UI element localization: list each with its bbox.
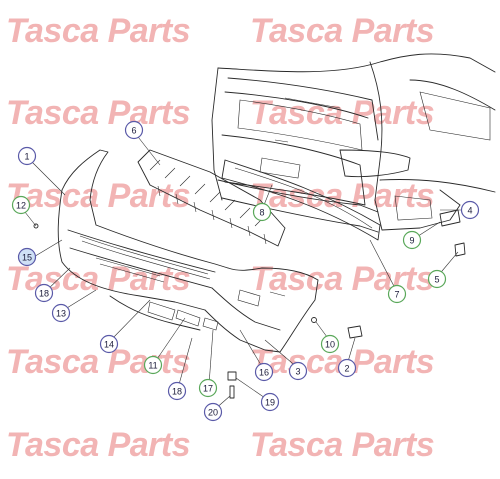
callout-circle: [143, 355, 163, 375]
callout-label: 15: [22, 253, 32, 263]
callout-label: 1: [24, 152, 29, 162]
callout-c13: 13: [51, 303, 71, 323]
callout-c5: 5: [427, 269, 447, 289]
callout-label: 16: [259, 368, 269, 378]
callout-c9: 9: [402, 230, 422, 250]
callout-c4: 4: [460, 200, 480, 220]
callout-c16: 16: [254, 362, 274, 382]
callout-label: 11: [148, 361, 157, 371]
callout-circle: [124, 120, 144, 140]
callout-label: 18: [39, 289, 49, 299]
callout-label: 5: [434, 275, 439, 285]
callout-label: 18: [172, 387, 182, 397]
callout-label: 7: [394, 290, 399, 300]
callout-circle: [288, 361, 308, 381]
hardware-parts: [33, 209, 466, 399]
watermark-text: Tasca Parts: [6, 177, 190, 215]
callout-c18b: 18: [167, 381, 187, 401]
callout-label: 6: [131, 126, 136, 136]
callout-circle: [402, 230, 422, 250]
callout-c6: 6: [124, 120, 144, 140]
watermark-text: Tasca Parts: [250, 260, 434, 298]
callout-label: 19: [265, 398, 275, 408]
callout-c12: 12: [11, 195, 31, 215]
callout-label: 8: [259, 208, 264, 218]
callout-c19: 19: [260, 392, 280, 412]
callout-label: 13: [56, 309, 66, 319]
callout-label: 20: [208, 408, 218, 418]
watermark-text: Tasca Parts: [250, 94, 434, 132]
callout-label: 2: [344, 364, 349, 374]
callout-label: 4: [467, 206, 472, 216]
watermark-text: Tasca Parts: [6, 426, 190, 464]
callout-c8: 8: [252, 202, 272, 222]
callout-c7: 7: [387, 284, 407, 304]
callout-circle: [320, 334, 340, 354]
watermark-text: Tasca Parts: [6, 12, 190, 50]
callout-label: 17: [203, 384, 213, 394]
callout-label: 14: [104, 340, 114, 350]
callout-circle: [99, 334, 119, 354]
callout-circle: [17, 146, 37, 166]
callout-label: 12: [16, 201, 26, 211]
callout-circle: [167, 381, 187, 401]
callout-circle: [17, 247, 37, 267]
callout-circle: [254, 362, 274, 382]
callout-label: 10: [325, 340, 335, 350]
callout-label: 3: [295, 367, 300, 377]
watermark-text: Tasca Parts: [6, 343, 190, 381]
callout-c15: 15: [17, 247, 37, 267]
callout-circle: [203, 402, 223, 422]
callout-c10: 10: [320, 334, 340, 354]
callout-c14: 14: [99, 334, 119, 354]
callout-c2: 2: [337, 358, 357, 378]
callout-circle: [34, 283, 54, 303]
vehicle-rear-body: [211, 53, 496, 241]
bumper-fascia: [57, 149, 319, 353]
callout-c18a: 18: [34, 283, 54, 303]
callout-circle: [387, 284, 407, 304]
callout-circle: [11, 195, 31, 215]
energy-absorber: [137, 149, 286, 247]
watermark-layer: Tasca Parts Tasca Parts Tasca Parts Tasc…: [5, 11, 435, 464]
leader-lines: [20, 132, 467, 411]
callout-c17: 17: [198, 378, 218, 398]
callout-circle: [51, 303, 71, 323]
callout-circle: [260, 392, 280, 412]
watermark-text: Tasca Parts: [250, 343, 434, 381]
callout-c1: 1: [17, 146, 37, 166]
callout-c3: 3: [288, 361, 308, 381]
callout-label: 9: [409, 236, 414, 246]
watermark-text: Tasca Parts: [250, 12, 434, 50]
callout-c11: 11: [143, 355, 163, 375]
watermark-text: Tasca Parts: [6, 94, 190, 132]
callout-circle: [337, 358, 357, 378]
callout-circle: [460, 200, 480, 220]
callout-circle: [252, 202, 272, 222]
callout-circle: [427, 269, 447, 289]
callout-circle: [198, 378, 218, 398]
callout-c20: 20: [203, 402, 223, 422]
watermark-text: Tasca Parts: [250, 426, 434, 464]
watermark-text: Tasca Parts: [250, 177, 434, 215]
